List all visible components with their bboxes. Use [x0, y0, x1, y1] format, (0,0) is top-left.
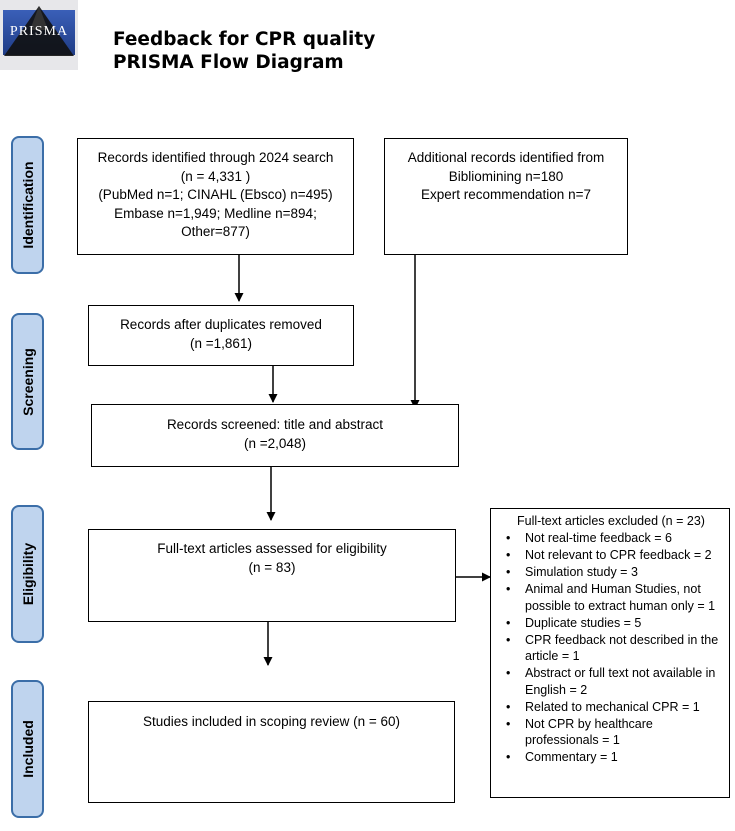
box-text-line: Full-text articles assessed for eligibil…	[157, 541, 387, 556]
excluded-reason: Simulation study = 3	[499, 564, 723, 581]
stage-screening: Screening	[11, 313, 44, 450]
excluded-reason: Related to mechanical CPR = 1	[499, 699, 723, 716]
box-text-line: Bibliomining n=180	[448, 168, 564, 184]
prisma-logo-graphic	[3, 6, 75, 56]
excluded-list: Not real-time feedback = 6 Not relevant …	[499, 530, 723, 766]
stage-eligibility: Eligibility	[11, 505, 44, 643]
excluded-reason: Not CPR by healthcare professionals = 1	[499, 716, 723, 749]
box-text-line: Records after duplicates removed	[120, 317, 322, 332]
box-text-line: Studies included in scoping review (n = …	[142, 714, 401, 729]
page-subtitle: PRISMA Flow Diagram	[113, 52, 344, 73]
page-title: Feedback for CPR quality	[113, 29, 376, 50]
excluded-reason: Abstract or full text not available in E…	[499, 665, 723, 698]
stage-included: Included	[11, 680, 44, 818]
box-text-line: Other=877)	[181, 224, 250, 239]
box-text-line: Records screened: title and abstract	[166, 417, 384, 432]
box-text-line: Additional records identified from	[407, 150, 605, 165]
logo-text: PRISMA	[9, 24, 69, 39]
excluded-reason: Not real-time feedback = 6	[499, 530, 723, 547]
excluded-reason: Commentary = 1	[499, 749, 723, 766]
box-text-line: Embase n=1,949; Medline n=894;	[114, 205, 317, 221]
box-fulltext-excluded: Full-text articles excluded (n = 23) Not…	[490, 508, 730, 798]
stage-identification: Identification	[11, 136, 44, 274]
box-text-line: (n =1,861)	[190, 335, 252, 351]
box-text-line: (n = 83)	[248, 559, 296, 575]
box-additional-records: Additional records identified from Bibli…	[384, 138, 628, 255]
excluded-reason: CPR feedback not described in the articl…	[499, 632, 723, 665]
excluded-reason: Duplicate studies = 5	[499, 615, 723, 632]
box-text-line: Expert recommendation n=7	[421, 187, 591, 202]
box-text-line: Records identified through 2024 search	[97, 150, 334, 165]
prisma-logo: PRISMA	[0, 0, 78, 70]
box-studies-included: Studies included in scoping review (n = …	[88, 701, 455, 803]
box-text-line: (n = 4,331 )	[180, 168, 251, 184]
box-text-line: (PubMed n=1; CINAHL (Ebsco) n=495)	[98, 187, 333, 202]
box-text-line: (n =2,048)	[244, 435, 306, 451]
box-fulltext-assessed: Full-text articles assessed for eligibil…	[88, 529, 456, 622]
box-duplicates-removed: Records after duplicates removed (n =1,8…	[88, 305, 354, 366]
excluded-reason: Not relevant to CPR feedback = 2	[499, 547, 723, 564]
excluded-title: Full-text articles excluded (n = 23)	[517, 514, 705, 528]
excluded-reason: Animal and Human Studies, not possible t…	[499, 581, 723, 614]
box-records-identified: Records identified through 2024 search (…	[77, 138, 354, 255]
box-records-screened: Records screened: title and abstract (n …	[91, 404, 459, 467]
